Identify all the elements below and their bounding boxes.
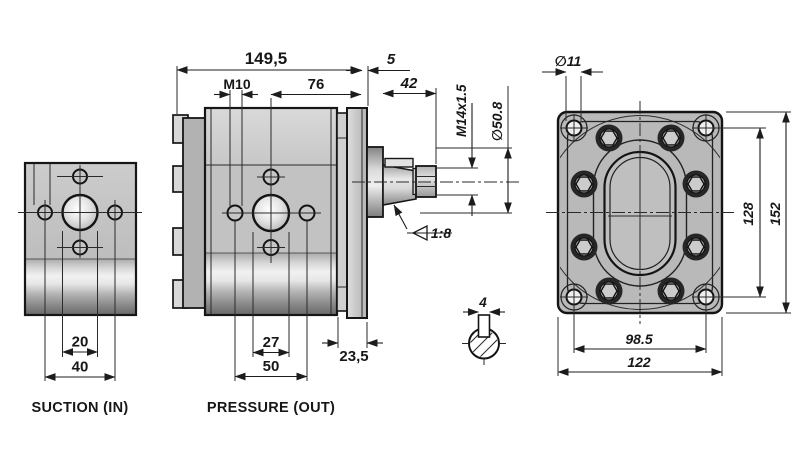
dim-pilot-diameter: ∅50.8	[489, 102, 505, 141]
shaft-key	[384, 157, 414, 168]
bolt	[570, 233, 598, 261]
taper-symbol-icon	[411, 224, 428, 242]
dim-key-width: 4	[478, 295, 487, 310]
pressure-centerlines	[222, 160, 321, 263]
dim-pressure-hole-spacing: 50	[263, 358, 280, 375]
bolt	[570, 170, 598, 198]
dim-bolt-pattern-height: 128	[740, 202, 756, 226]
dim-mount-thread: M10	[223, 76, 250, 92]
tapered-shaft	[382, 164, 417, 206]
dim-shaft-thread: M14x1.5	[454, 84, 469, 137]
dim-shaft-taper: 1:8	[431, 225, 451, 241]
flange-dimensions: ∅11 128 152 98.5 122	[542, 53, 791, 376]
dim-bolt-pattern-width: 98.5	[625, 331, 652, 347]
bolt	[682, 233, 710, 261]
view-pressure: 149,5 M10 76 5 42 M14x1.5	[172, 49, 520, 416]
dim-pressure-port-diameter: 27	[263, 334, 280, 351]
view-flange: ∅11 128 152 98.5 122	[542, 53, 791, 376]
dim-cover-thickness: 23,5	[339, 348, 368, 365]
pressure-label: PRESSURE (OUT)	[207, 400, 335, 416]
flange-bolts	[570, 124, 710, 305]
suction-body-lower	[25, 259, 136, 315]
bolt	[595, 124, 623, 152]
bolt	[595, 277, 623, 305]
bolt	[657, 124, 685, 152]
suction-label: SUCTION (IN)	[31, 400, 128, 416]
view-suction: 20 40 SUCTION (IN)	[18, 161, 142, 416]
bolt	[657, 277, 685, 305]
suction-dimensions: 20 40	[44, 200, 116, 381]
dim-port-center-to-rear: 76	[308, 76, 325, 93]
dim-shaft-length: 42	[400, 75, 418, 92]
suction-centerlines	[18, 165, 142, 258]
pressure-shaft	[352, 146, 520, 218]
dim-port-diameter: 20	[72, 334, 89, 351]
dim-flange-width: 122	[627, 354, 651, 370]
suction-body-outline	[23, 161, 138, 317]
dim-hole-spacing: 40	[72, 359, 89, 376]
dim-flange-height: 152	[767, 202, 783, 226]
key-slot	[477, 314, 491, 338]
pressure-dimensions: 149,5 M10 76 5 42 M14x1.5	[176, 49, 512, 381]
pressure-rear-cover	[336, 107, 368, 319]
shaft-key-detail: 4	[462, 295, 506, 365]
dim-rear-plate: 5	[387, 51, 396, 68]
bolt	[682, 170, 710, 198]
dim-corner-hole-diameter: ∅11	[555, 53, 582, 69]
pressure-front-flange	[172, 114, 206, 309]
dim-overall-length: 149,5	[245, 49, 288, 68]
